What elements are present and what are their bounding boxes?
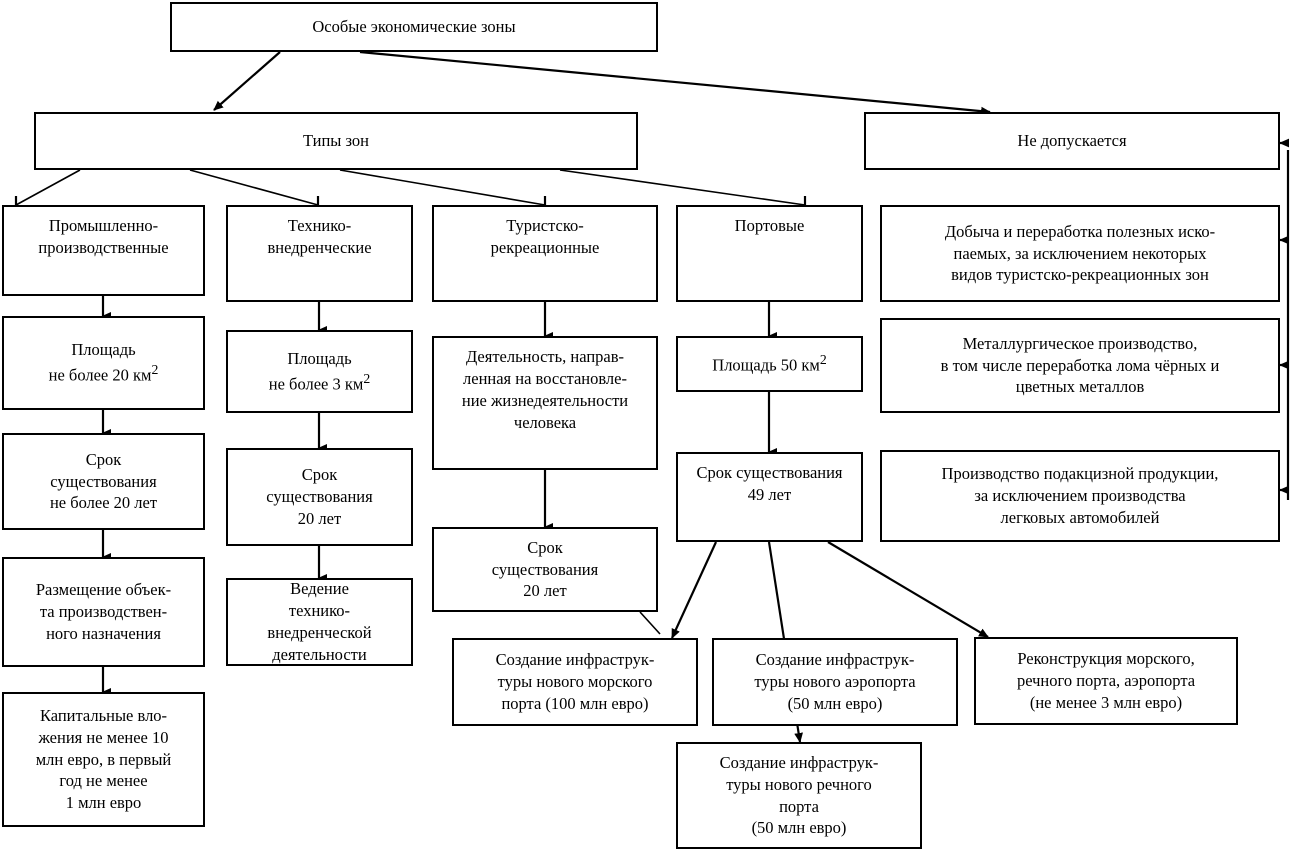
prohibition-excise-goods[interactable]: Производство подакцизной продукции, за и… (880, 450, 1280, 542)
technical-activity[interactable]: Ведение технико- внедренческой деятельно… (226, 578, 413, 666)
port-term[interactable]: Срок существования 49 лет (676, 452, 863, 542)
branch-node-prohibited[interactable]: Не допускается (864, 112, 1280, 170)
zone-type-technical[interactable]: Технико- внедренческие (226, 205, 413, 302)
zone-type-industrial[interactable]: Промышленно- производственные (2, 205, 205, 296)
technical-area-text: Площадь не более 3 км2 (268, 348, 371, 394)
port-investment-airport[interactable]: Создание инфраструк- туры нового аэропор… (712, 638, 958, 726)
port-area[interactable]: Площадь 50 км2 (676, 336, 863, 392)
technical-term[interactable]: Срок существования 20 лет (226, 448, 413, 546)
port-investment-sea-port[interactable]: Создание инфраструк- туры нового морског… (452, 638, 698, 726)
tourist-term[interactable]: Срок существования 20 лет (432, 527, 658, 612)
superscript-two: 2 (363, 370, 371, 386)
prohibition-mining[interactable]: Добыча и переработка полезных иско- паем… (880, 205, 1280, 302)
zone-type-port[interactable]: Портовые (676, 205, 863, 302)
industrial-term[interactable]: Срок существования не более 20 лет (2, 433, 205, 530)
superscript-two: 2 (819, 352, 827, 368)
industrial-area[interactable]: Площадь не более 20 км2 (2, 316, 205, 410)
tourist-activity[interactable]: Деятельность, направ- ленная на восстано… (432, 336, 658, 470)
port-investment-reconstruction[interactable]: Реконструкция морского, речного порта, а… (974, 637, 1238, 725)
zone-type-tourist[interactable]: Туристско- рекреационные (432, 205, 658, 302)
port-investment-river-port[interactable]: Создание инфраструк- туры нового речного… (676, 742, 922, 849)
industrial-area-text: Площадь не более 20 км2 (48, 340, 159, 385)
industrial-investment[interactable]: Капитальные вло- жения не менее 10 млн е… (2, 692, 205, 827)
root-node-special-economic-zones[interactable]: Особые экономические зоны (170, 2, 658, 52)
branch-node-zone-types[interactable]: Типы зон (34, 112, 638, 170)
superscript-two: 2 (151, 362, 159, 378)
prohibition-metallurgy[interactable]: Металлургическое производство, в том чис… (880, 318, 1280, 413)
technical-area[interactable]: Площадь не более 3 км2 (226, 330, 413, 413)
industrial-placement[interactable]: Размещение объек- та производствен- ного… (2, 557, 205, 667)
port-area-text: Площадь 50 км2 (712, 352, 827, 375)
